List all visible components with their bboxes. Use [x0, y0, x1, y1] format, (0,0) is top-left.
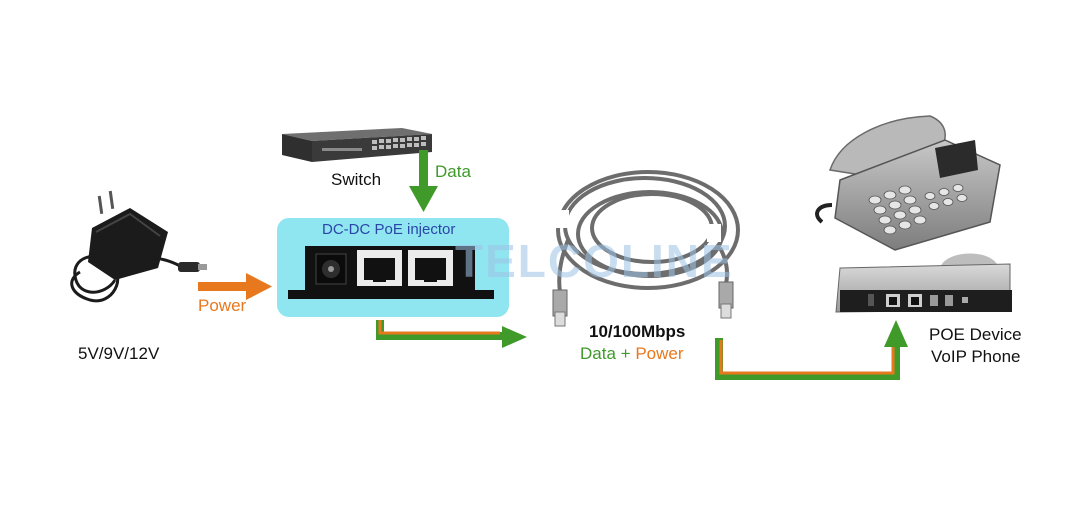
- data-power-arrow-to-device-icon: [715, 320, 908, 380]
- data-arrow-label: Data: [435, 162, 471, 181]
- cable-speed-label: 10/100Mbps: [589, 322, 686, 341]
- voip-phone-icon: [815, 115, 1001, 251]
- injector-flange: [288, 290, 494, 299]
- rj45-plug-right-icon: [718, 281, 734, 319]
- cable-plus-text: +: [620, 344, 631, 363]
- cable-power-text: Power: [635, 344, 684, 363]
- power-adapter-icon: [70, 190, 207, 303]
- cable-tie-right-icon: [707, 224, 721, 242]
- adapter-voltage-label: 5V/9V/12V: [78, 344, 160, 363]
- device-name-label: VoIP Phone: [931, 347, 1021, 366]
- cable-data-text: Data: [580, 344, 616, 363]
- rj45-port-in-latch: [373, 278, 386, 282]
- dc-jack-pin: [328, 266, 334, 272]
- watermark-text: TELCOLINE: [455, 235, 734, 287]
- rj45-port-in-opening: [364, 258, 395, 280]
- rj45-port-out-opening: [415, 258, 446, 280]
- switch-device-icon: [282, 128, 432, 162]
- cable-tie-left-icon: [555, 210, 569, 228]
- switch-label: Switch: [331, 170, 382, 189]
- data-power-arrow-icon: [376, 320, 527, 348]
- rj45-plug-left-icon: [552, 289, 568, 327]
- device-type-label: POE Device: [929, 325, 1022, 344]
- data-arrow-down-icon: [409, 150, 438, 212]
- power-arrow-label: Power: [198, 296, 247, 315]
- poe-injector: [277, 218, 509, 317]
- power-arrow-icon: [198, 273, 272, 300]
- injector-title: DC-DC PoE injector: [322, 221, 456, 238]
- cable-data-power-label: Data + Power: [580, 344, 684, 364]
- rj45-port-out-latch: [424, 278, 437, 282]
- voip-phone-back-icon: [835, 253, 1012, 313]
